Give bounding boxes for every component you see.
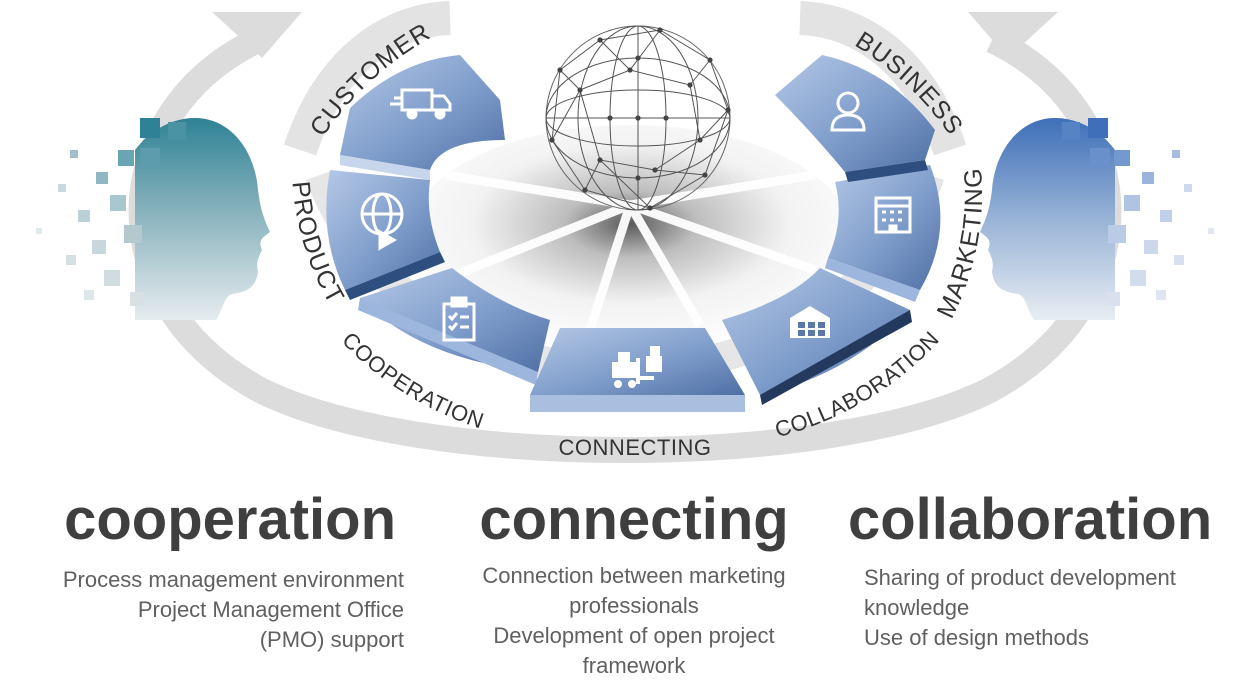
cooperation-line: Project Management Office (137, 597, 404, 622)
connecting-column: connecting Connection between marketing … (444, 485, 824, 681)
collaboration-line: Sharing of product development (864, 565, 1176, 590)
center-platform (410, 125, 850, 345)
connecting-line: Connection between marketing (482, 563, 786, 588)
ring-arrowhead-left (212, 12, 302, 58)
warehouse-icon (790, 306, 830, 338)
ring-segment-5 (722, 268, 912, 405)
ring-segment-4 (530, 328, 745, 412)
left-head-pixel-cloud (36, 118, 186, 306)
connecting-description: Connection between marketing professiona… (444, 561, 824, 681)
globe-arrow-icon (360, 192, 404, 251)
ring-segment-2 (326, 170, 445, 300)
connecting-line: Development of open project (493, 623, 775, 648)
network-globe-icon (545, 25, 731, 211)
collaboration-line: Use of design methods (864, 625, 1090, 650)
cooperation-line: Process management environment (62, 567, 404, 592)
right-head-profile-icon (980, 118, 1214, 320)
connecting-line: professionals (569, 593, 699, 618)
arc-label-connecting: CONNECTING (559, 435, 712, 460)
checklist-icon (442, 296, 476, 342)
cooperation-column: cooperation Process management environme… (0, 485, 404, 655)
collaboration-description: Sharing of product development knowledge… (848, 563, 1248, 653)
collaboration-title: collaboration (848, 487, 1213, 552)
connecting-line: framework (582, 653, 686, 678)
cooperation-description: Process management environment Project M… (0, 565, 404, 655)
right-head-pixel-cloud (1062, 118, 1214, 306)
forklift-icon (612, 346, 662, 388)
ring-segment-1 (340, 55, 505, 180)
cooperation-title: cooperation (64, 487, 396, 552)
ring-segment-6 (825, 165, 941, 302)
collaboration-column: collaboration Sharing of product develop… (848, 485, 1248, 653)
cycle-diagram: CUSTOMER PRODUCT COOPERATION CONNECTING … (36, 1, 1214, 463)
delivery-truck-icon (390, 88, 452, 120)
office-building-icon (874, 196, 912, 234)
ring-arrowhead-right (968, 12, 1058, 58)
collaboration-line: knowledge (864, 595, 970, 620)
left-head-profile-icon (36, 118, 270, 320)
cooperation-line: (PMO) support (259, 627, 404, 652)
user-icon (830, 91, 866, 132)
ring-segment-7 (775, 55, 935, 182)
connecting-title: connecting (479, 487, 789, 552)
ring-segment-3 (358, 268, 550, 385)
